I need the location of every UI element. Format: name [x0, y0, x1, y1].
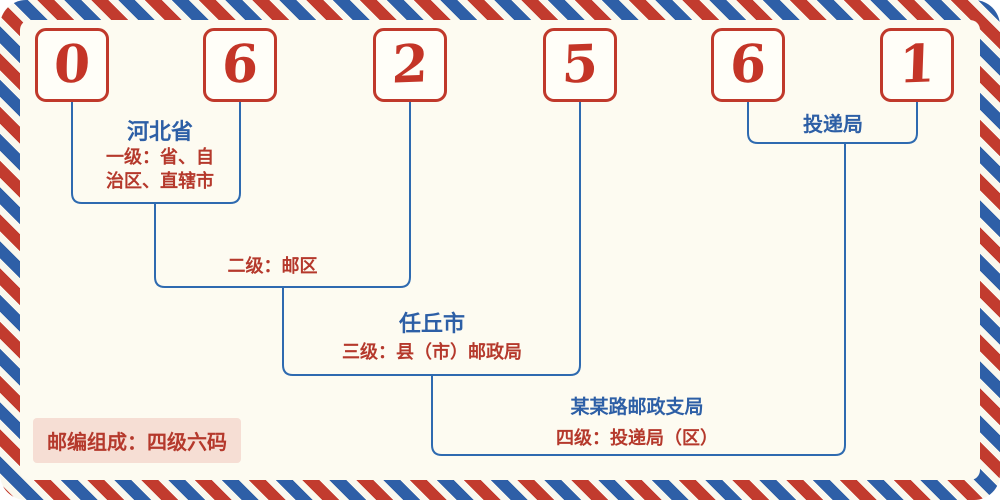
digit-box-2: 6 [203, 28, 277, 102]
level4-branch-name: 某某路邮政支局 [570, 397, 704, 418]
level2-desc: 二级：邮区 [227, 256, 318, 276]
digit-box-3: 2 [373, 28, 447, 102]
level4-desc: 四级：投递局（区） [556, 428, 718, 448]
postal-digit-4: 5 [560, 33, 600, 96]
digit-box-4: 5 [543, 28, 617, 102]
digit-box-5: 6 [711, 28, 785, 102]
digit-box-6: 1 [880, 28, 954, 102]
level3-city-name: 任丘市 [398, 311, 465, 336]
level3-desc: 三级：县（市）邮政局 [342, 342, 522, 362]
delivery-office-label: 投递局 [803, 114, 863, 136]
postal-digit-6: 1 [897, 33, 937, 96]
level1-province-name: 河北省 [126, 119, 193, 144]
postal-digit-2: 6 [220, 33, 260, 96]
level1-desc-line2: 治区、直辖市 [106, 171, 214, 191]
level1-desc-line1: 一级：省、自 [106, 147, 214, 167]
digit-box-1: 0 [35, 28, 109, 102]
postal-digit-1: 0 [52, 33, 92, 96]
composition-tag: 邮编组成：四级六码 [33, 418, 241, 463]
diagram-canvas [20, 20, 980, 480]
postal-digit-3: 2 [390, 33, 430, 96]
postal-digit-5: 6 [728, 33, 768, 96]
